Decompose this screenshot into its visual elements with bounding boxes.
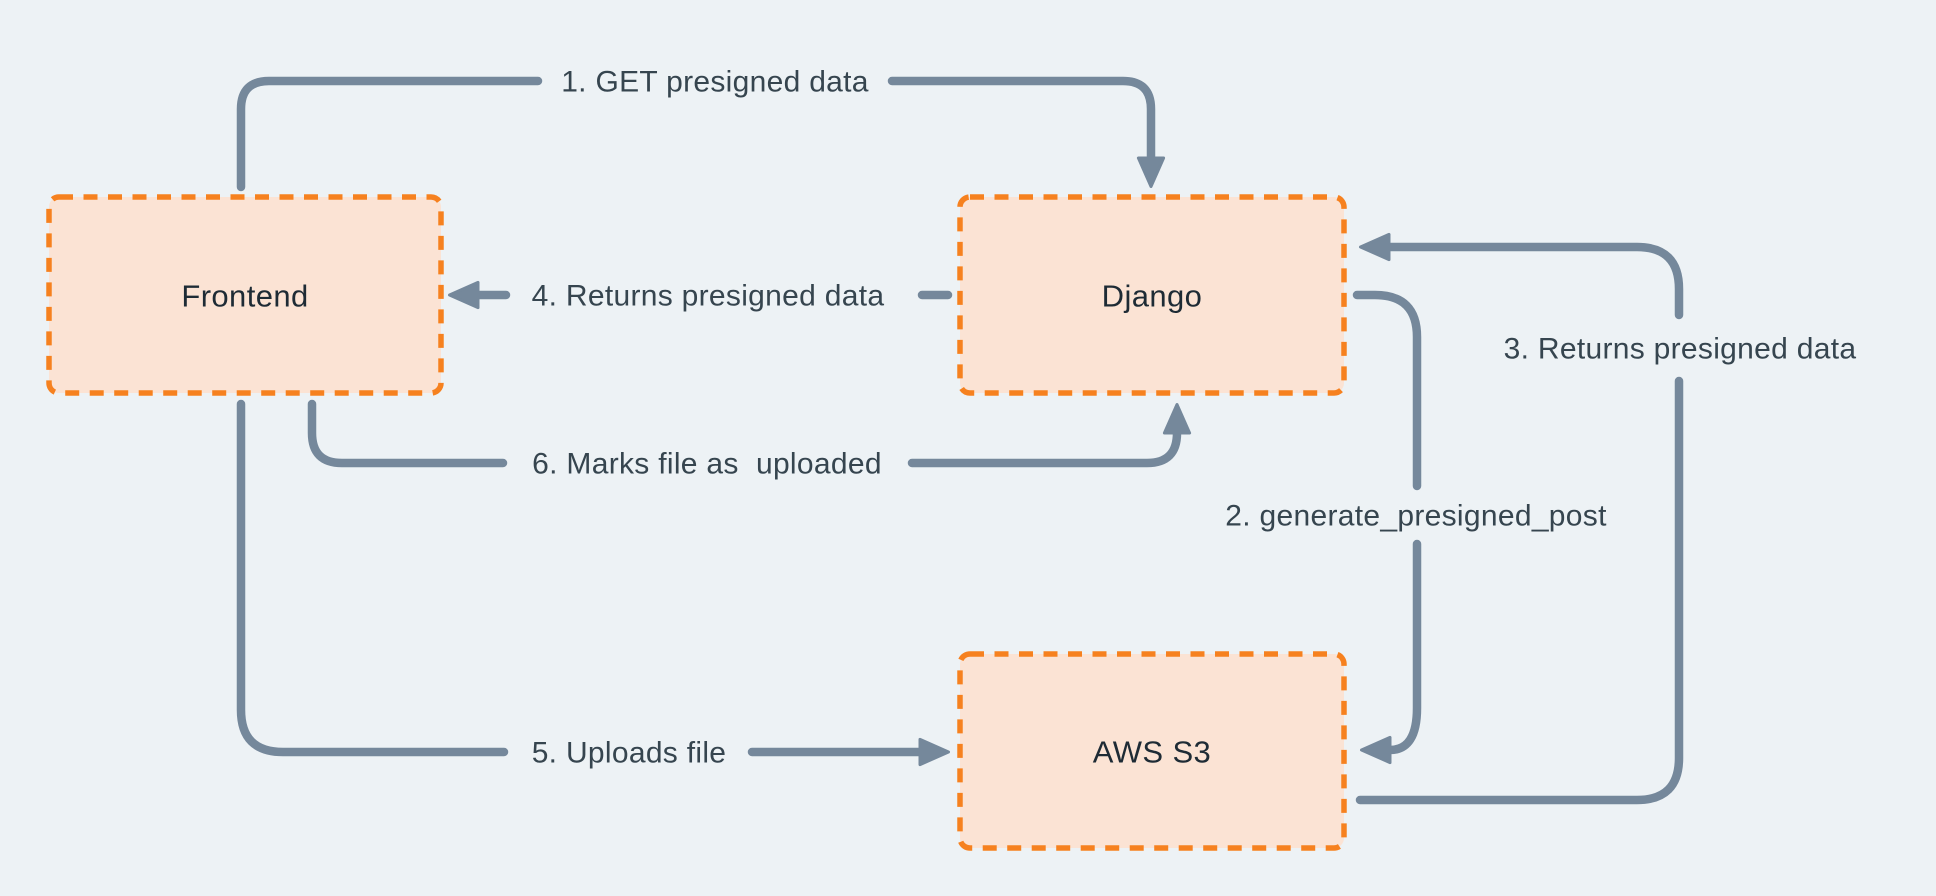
edge-3-line-start [1355, 376, 1684, 805]
edge-5-line-start [236, 399, 509, 757]
edge-5: 5. Uploads file [236, 399, 950, 770]
edge-2: 2. generate_presigned_post [1225, 290, 1607, 765]
edge-1-line-end [887, 76, 1166, 188]
edge-2-line-start [1352, 290, 1422, 491]
aws-s3-node-label: AWS S3 [1093, 735, 1211, 770]
edge-3: 3. Returns presigned data [1355, 232, 1857, 805]
node-frontend: Frontend [46, 194, 444, 396]
edge-3-line-end [1359, 232, 1684, 320]
edge-3-label: 3. Returns presigned data [1504, 333, 1857, 366]
node-django: Django [957, 194, 1347, 396]
edge-2-label: 2. generate_presigned_post [1225, 500, 1607, 533]
edge-6: 6. Marks file as uploaded [307, 399, 1192, 481]
edge-5-label: 5. Uploads file [532, 737, 727, 770]
edge-1-line-start [236, 76, 543, 192]
frontend-node-box [46, 194, 444, 396]
edge-2-line-end [1360, 539, 1422, 765]
edge-6-label: 6. Marks file as uploaded [532, 448, 882, 481]
edge-1: 1. GET presigned data [236, 66, 1166, 192]
frontend-node-label: Frontend [181, 279, 308, 314]
edge-6-line-end [907, 403, 1192, 468]
aws-s3-node-box [957, 651, 1347, 851]
django-node-label: Django [1102, 279, 1203, 314]
node-aws-s3: AWS S3 [957, 651, 1347, 851]
edge-4: 4. Returns presigned data [448, 280, 953, 313]
edge-4-label: 4. Returns presigned data [532, 280, 885, 313]
edge-6-line-start [307, 399, 508, 468]
edge-1-label: 1. GET presigned data [561, 66, 869, 99]
django-node-box [957, 194, 1347, 396]
